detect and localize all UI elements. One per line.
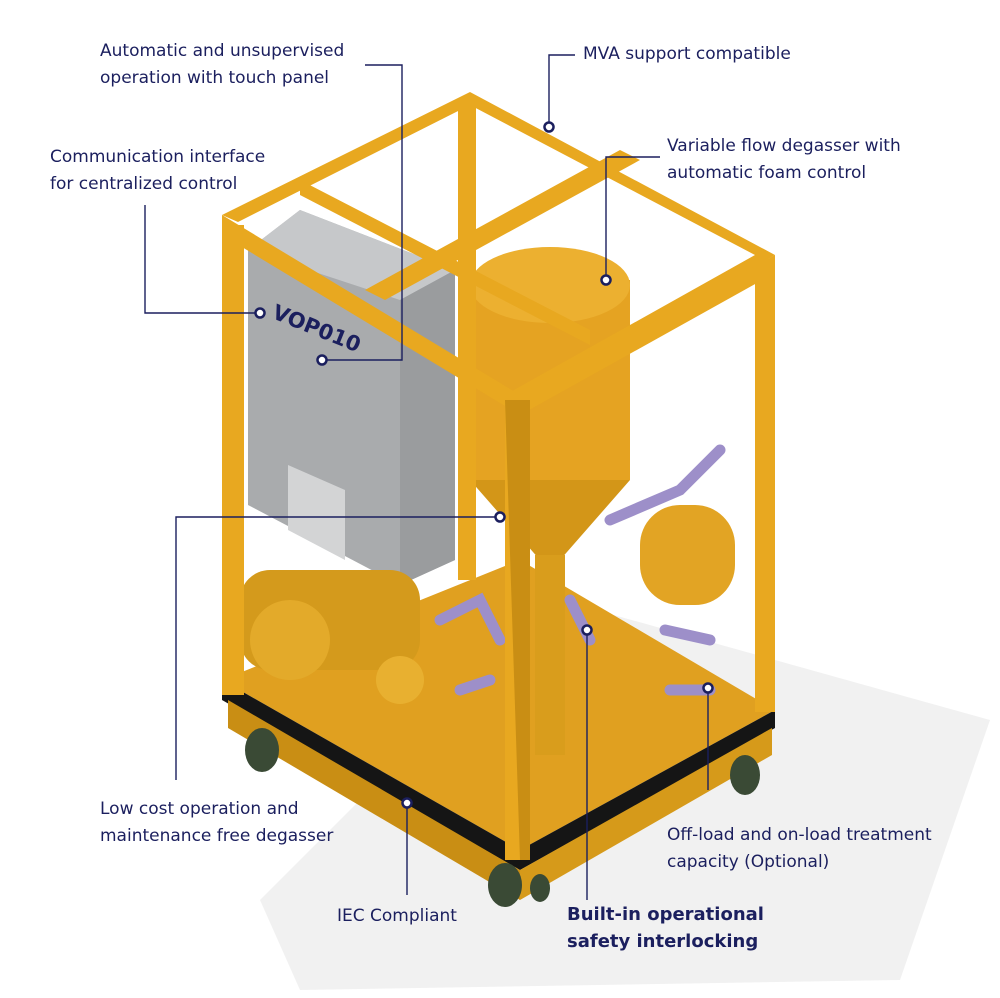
callout-variable-flow: Variable flow degasser with automatic fo…	[667, 133, 901, 187]
callout-mva: MVA support compatible	[583, 41, 791, 68]
frame-shade	[505, 400, 530, 860]
callout-line: Built-in operational	[567, 904, 764, 925]
callout-low-cost: Low cost operation and maintenance free …	[100, 796, 333, 850]
callout-dots	[254, 121, 714, 809]
leader-lines	[144, 54, 709, 900]
callout-interlocking: Built-in operational safety interlocking	[567, 901, 764, 955]
callout-line: Automatic and unsupervised	[100, 41, 345, 61]
wheels	[245, 728, 760, 907]
callout-line: Variable flow degasser with	[667, 136, 901, 156]
callout-line: MVA support compatible	[583, 44, 791, 64]
callout-line: for centralized control	[50, 174, 238, 194]
callout-line: capacity (Optional)	[667, 852, 830, 872]
pipes	[434, 444, 726, 696]
callout-line: Off-load and on-load treatment	[667, 825, 932, 845]
callout-line: IEC Compliant	[337, 906, 457, 926]
callout-line: Communication interface	[50, 147, 266, 167]
callout-off-load: Off-load and on-load treatment capacity …	[667, 822, 932, 876]
callout-line: operation with touch panel	[100, 68, 330, 88]
callout-iec: IEC Compliant	[337, 903, 457, 930]
callout-line: safety interlocking	[567, 931, 759, 952]
callout-communication: Communication interface for centralized …	[50, 144, 265, 198]
callout-line: automatic foam control	[667, 163, 867, 183]
callout-touch-panel: Automatic and unsupervised operation wit…	[100, 38, 344, 92]
callout-line: maintenance free degasser	[100, 826, 334, 846]
callout-line: Low cost operation and	[100, 799, 299, 819]
